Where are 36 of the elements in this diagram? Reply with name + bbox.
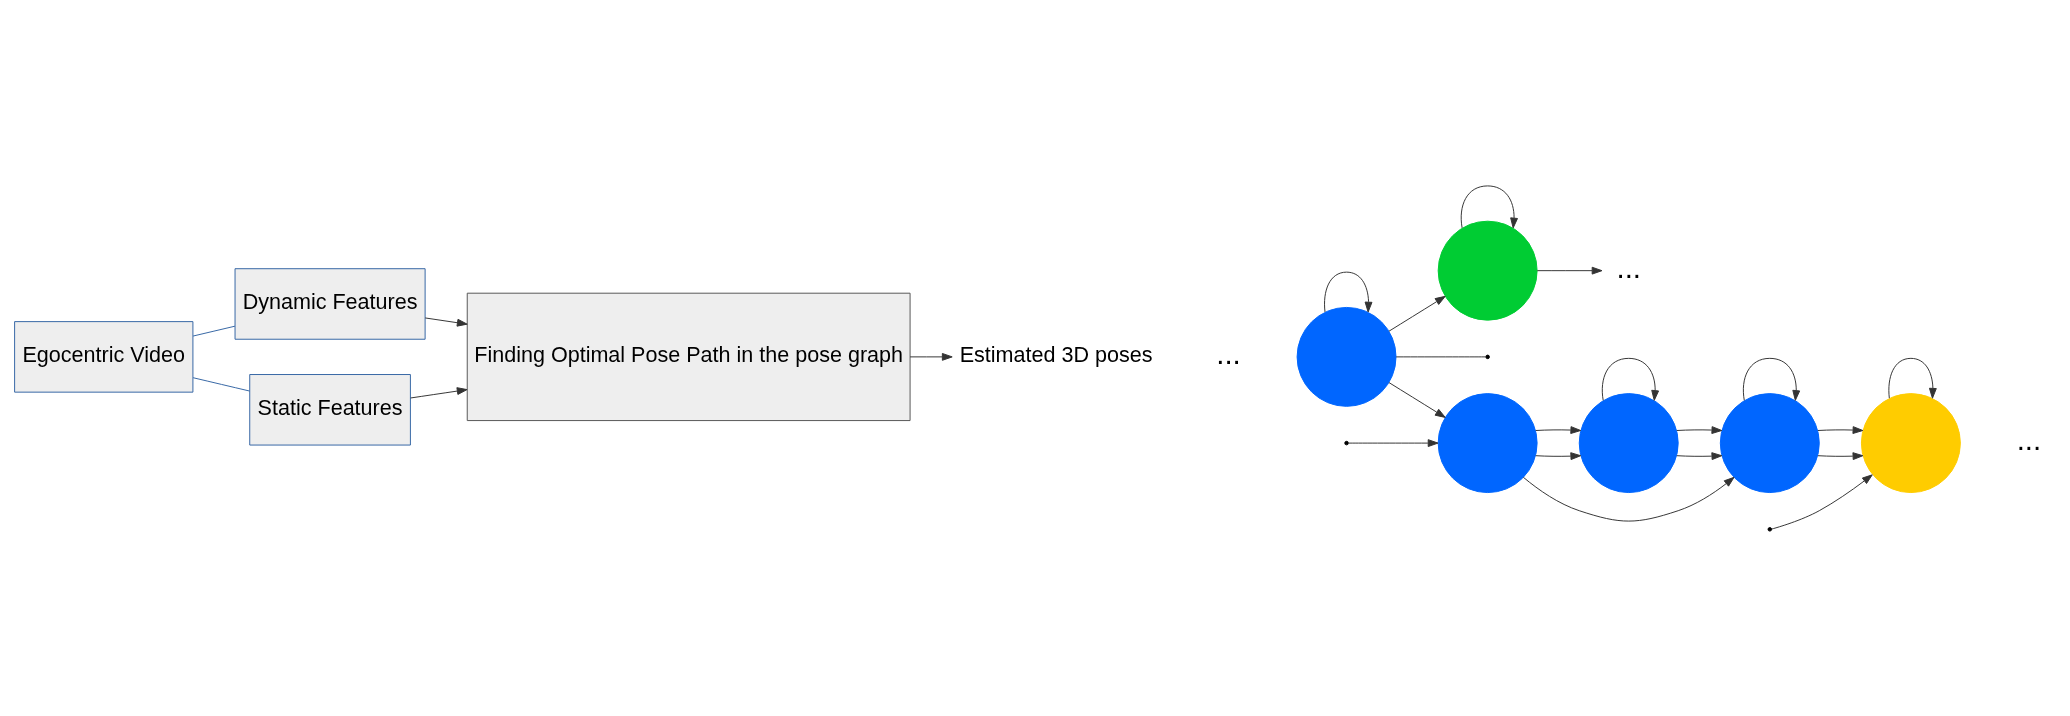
arrow [1388,381,1446,418]
arrow [1324,271,1373,312]
node-circle [1437,220,1538,321]
node-circle [1296,306,1397,407]
node-circle [1719,392,1820,493]
arrow [909,352,953,361]
label: ... [1216,336,1241,370]
node-circle [1578,392,1679,493]
label: ... [2016,422,2042,456]
connector [1395,355,1487,357]
node-text: Estimated 3D poses [959,341,1153,367]
arrow [1771,473,1873,529]
arrow [1536,266,1603,275]
arrow [1535,425,1582,434]
arrow [1676,425,1723,434]
arrow [1460,184,1518,228]
arrow [1601,357,1660,401]
node-circle [1437,392,1538,493]
arrow [1522,476,1735,522]
arrow [1817,451,1864,460]
arrow [1817,425,1864,434]
arrow [1742,357,1801,401]
arrow [410,386,468,398]
node-box: Static Features [249,373,411,446]
arrow [1347,438,1439,447]
arrow [1388,295,1446,332]
node-box: Egocentric Video [14,320,194,393]
connector [192,325,236,337]
node-box: Dynamic Features [234,267,426,340]
arrow [1888,357,1937,399]
arrow [1676,451,1723,460]
node-text: ... [1616,250,1641,284]
arrow [1535,451,1582,460]
connector [192,376,251,392]
arrow [424,316,468,327]
node-box: Finding Optimal Pose Path in the pose graph [466,292,911,421]
